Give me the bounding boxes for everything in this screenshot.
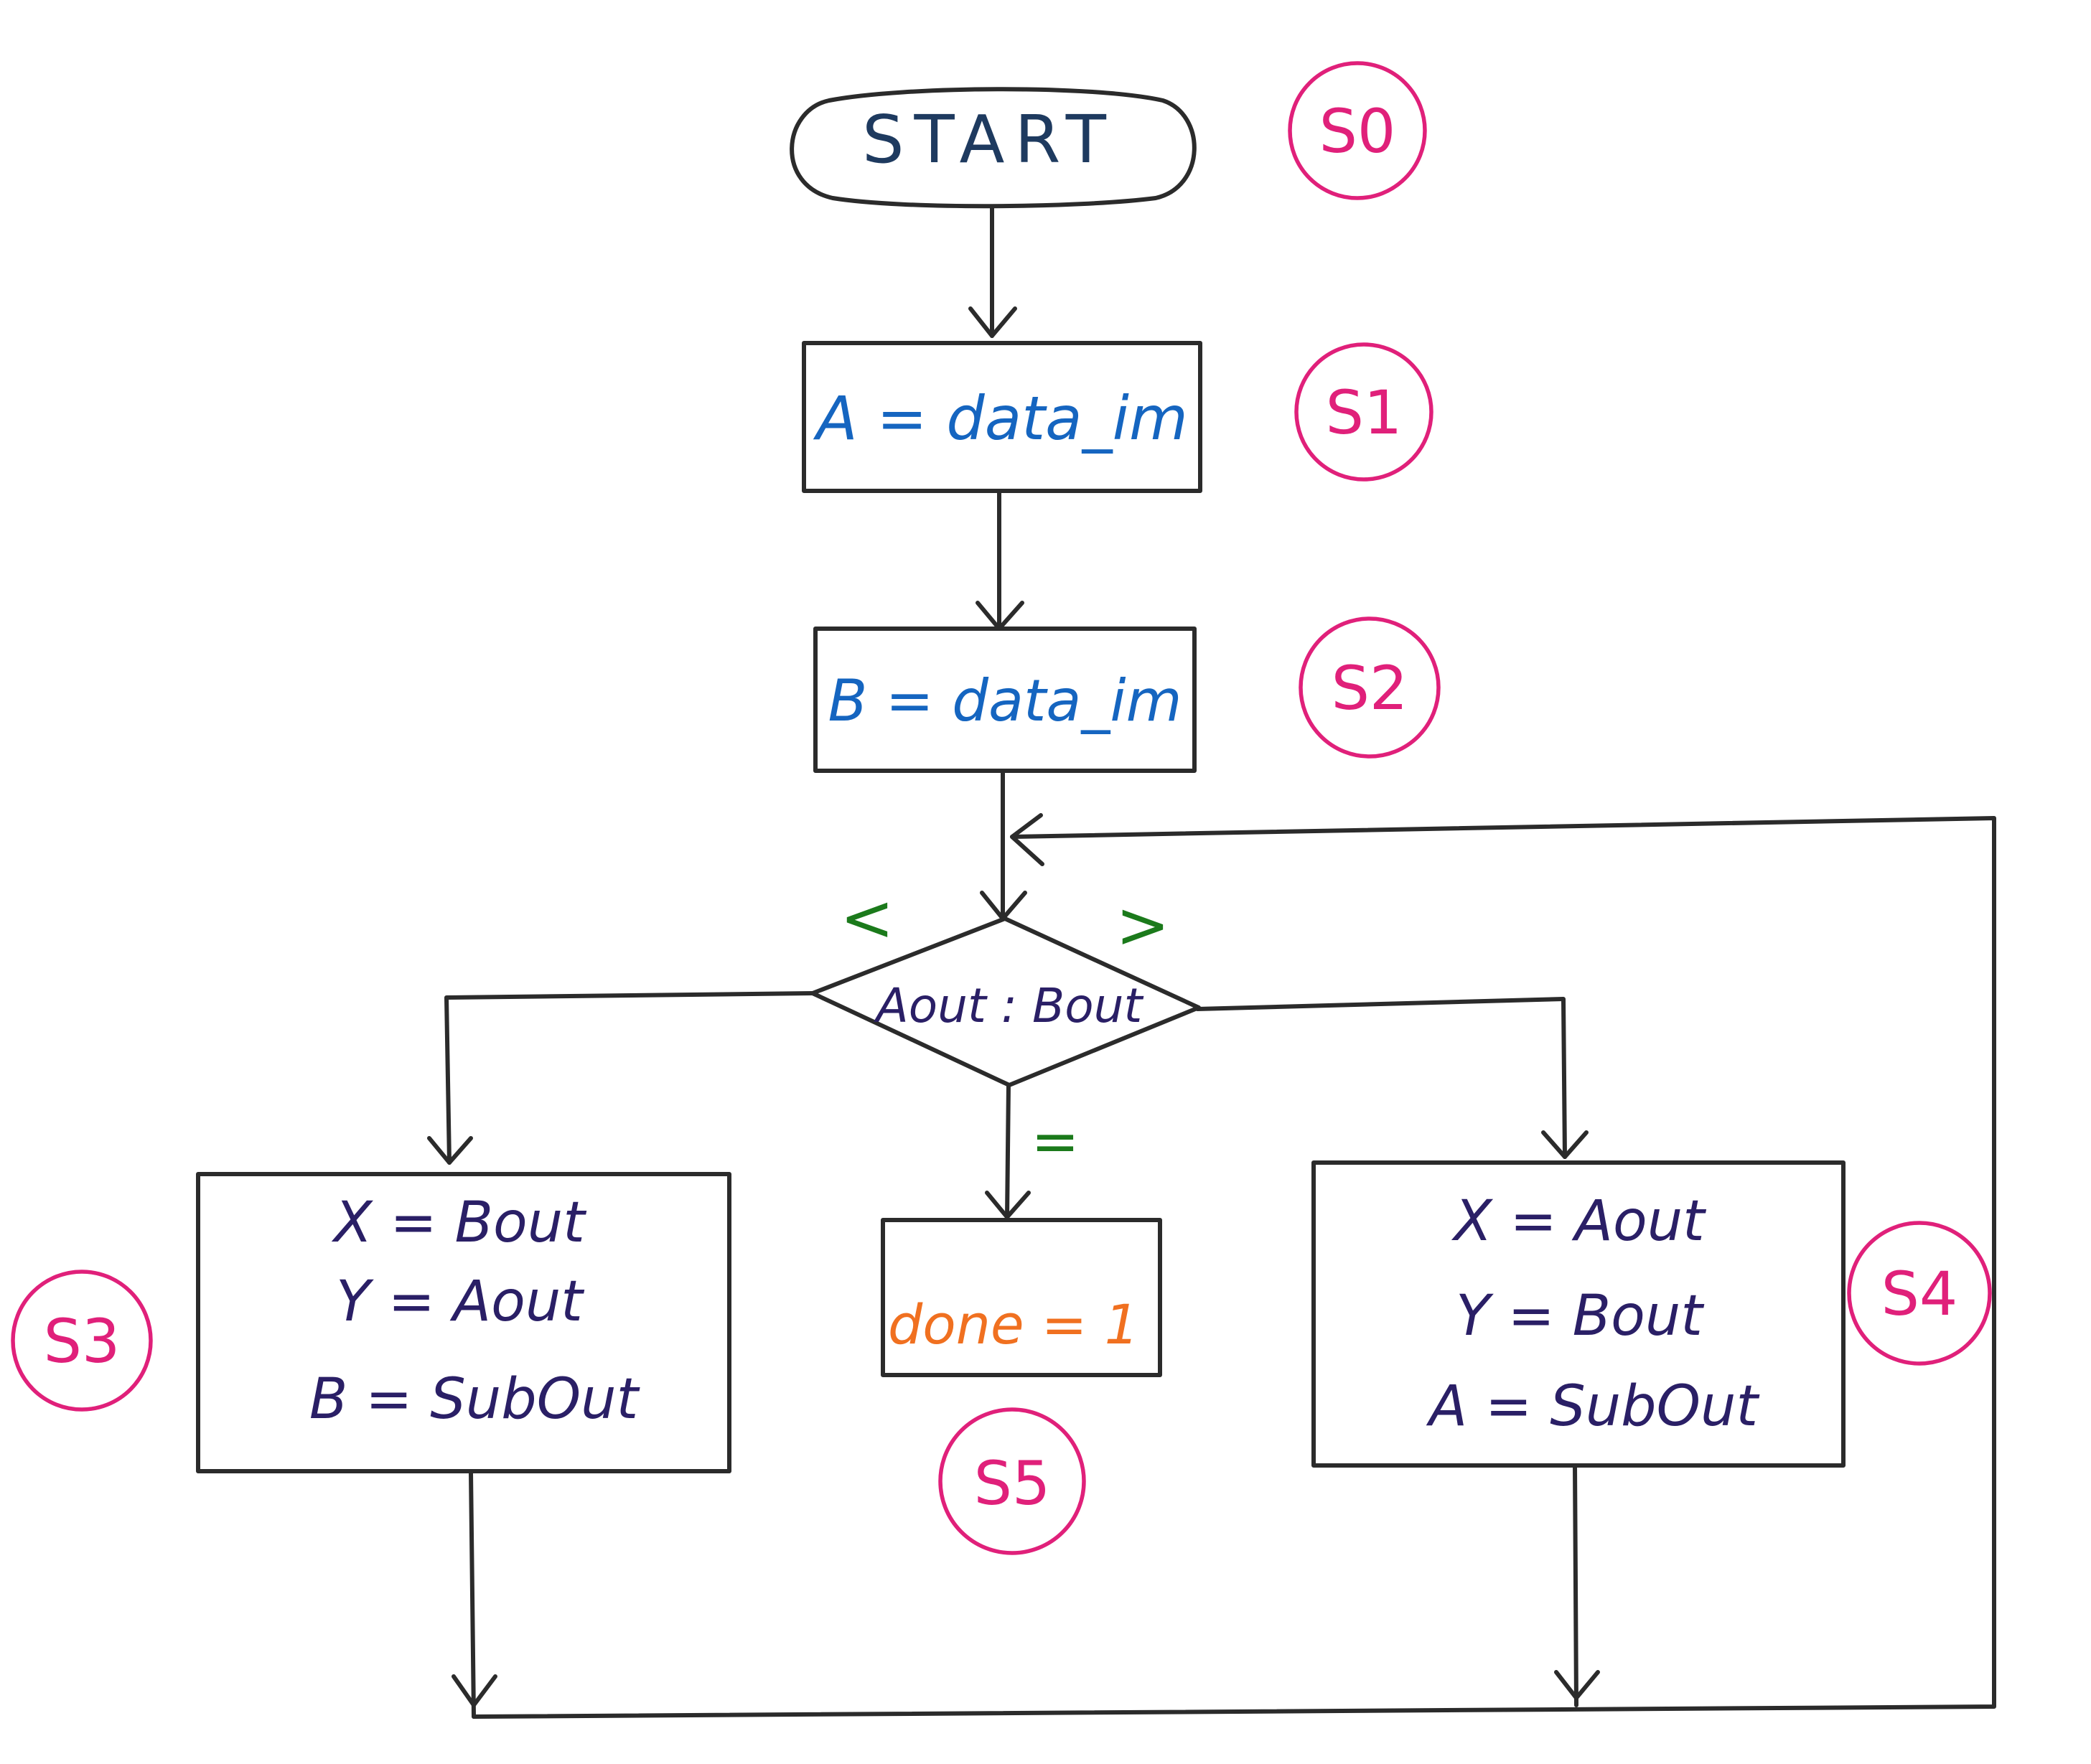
state-label-s3: S3 — [44, 1306, 121, 1376]
start-terminator-shape — [790, 87, 1197, 209]
connector-greater-branch-to-bottom — [1573, 1462, 1578, 1707]
less-branch-line: B = SubOut — [309, 1367, 640, 1432]
arrowhead-icon — [427, 1136, 473, 1165]
greater-branch-box — [1311, 1160, 1846, 1468]
arrowhead-icon — [1541, 1130, 1589, 1159]
arrowhead-icon — [968, 306, 1017, 338]
load-b-label: B = data_im — [828, 667, 1182, 734]
state-badge-s2: S2 — [1299, 616, 1441, 759]
state-label-s1: S1 — [1326, 377, 1403, 448]
arrowhead-icon — [985, 1191, 1031, 1219]
start-label: START — [862, 101, 1116, 178]
connector-compare-to-greater-branch — [1195, 997, 1567, 1159]
state-ring-s5 — [938, 1407, 1086, 1555]
load-a-box — [802, 341, 1202, 493]
state-badge-s1: S1 — [1294, 342, 1433, 482]
branch-less-symbol: < — [840, 881, 894, 956]
compare-node: Aout : Bout — [810, 916, 1201, 1087]
state-badge-s3: S3 — [11, 1270, 153, 1412]
greater-branch-line: A = SubOut — [1426, 1374, 1760, 1439]
less-branch-line: Y = Aout — [336, 1270, 584, 1334]
state-ring-s0 — [1288, 61, 1427, 200]
state-badge-s5: S5 — [938, 1407, 1086, 1555]
compare-label: Aout : Bout — [874, 978, 1144, 1033]
state-badge-s4: S4 — [1847, 1221, 1992, 1366]
branch-equal-symbol: = — [1031, 1108, 1079, 1175]
connector-compare-to-done — [1005, 1083, 1011, 1219]
state-labels: S0 S1 S2 S3 S4 S5 — [11, 61, 1992, 1555]
branch-greater-symbol: > — [1115, 888, 1169, 963]
state-ring-s4 — [1847, 1221, 1992, 1366]
less-branch-box — [196, 1172, 731, 1473]
state-label-s0: S0 — [1319, 96, 1396, 166]
greater-branch-node: X = Aout Y = Bout A = SubOut — [1311, 1160, 1846, 1468]
load-b-box — [813, 627, 1197, 773]
done-box — [881, 1218, 1162, 1377]
connectors — [427, 199, 1996, 1719]
state-ring-s2 — [1299, 616, 1441, 759]
greater-branch-line: Y = Bout — [1456, 1284, 1704, 1348]
connector-compare-to-less-branch — [444, 991, 815, 1165]
compare-diamond — [810, 916, 1201, 1087]
less-branch-line: X = Bout — [331, 1191, 586, 1255]
connector-loop-back — [472, 816, 1996, 1719]
arrowhead-icon — [1554, 1670, 1600, 1700]
load-b-node: B = data_im — [813, 627, 1197, 773]
state-label-s2: S2 — [1332, 653, 1408, 723]
arrowhead-icon — [1010, 813, 1044, 866]
start-node: START — [790, 87, 1197, 209]
state-ring-s3 — [11, 1270, 153, 1412]
arrowhead-icon — [452, 1674, 497, 1707]
done-node: done = 1 — [881, 1218, 1162, 1377]
load-a-label: A = data_im — [813, 383, 1188, 454]
less-branch-node: X = Bout Y = Aout B = SubOut — [196, 1172, 731, 1473]
state-label-s4: S4 — [1881, 1259, 1958, 1329]
state-ring-s1 — [1294, 342, 1433, 482]
state-label-s5: S5 — [974, 1448, 1051, 1519]
greater-branch-line: X = Aout — [1451, 1189, 1706, 1254]
connector-less-branch-to-bottom — [469, 1470, 476, 1719]
state-badge-s0: S0 — [1288, 61, 1427, 200]
load-a-node: A = data_im — [802, 341, 1202, 493]
done-label: done = 1 — [888, 1292, 1139, 1356]
